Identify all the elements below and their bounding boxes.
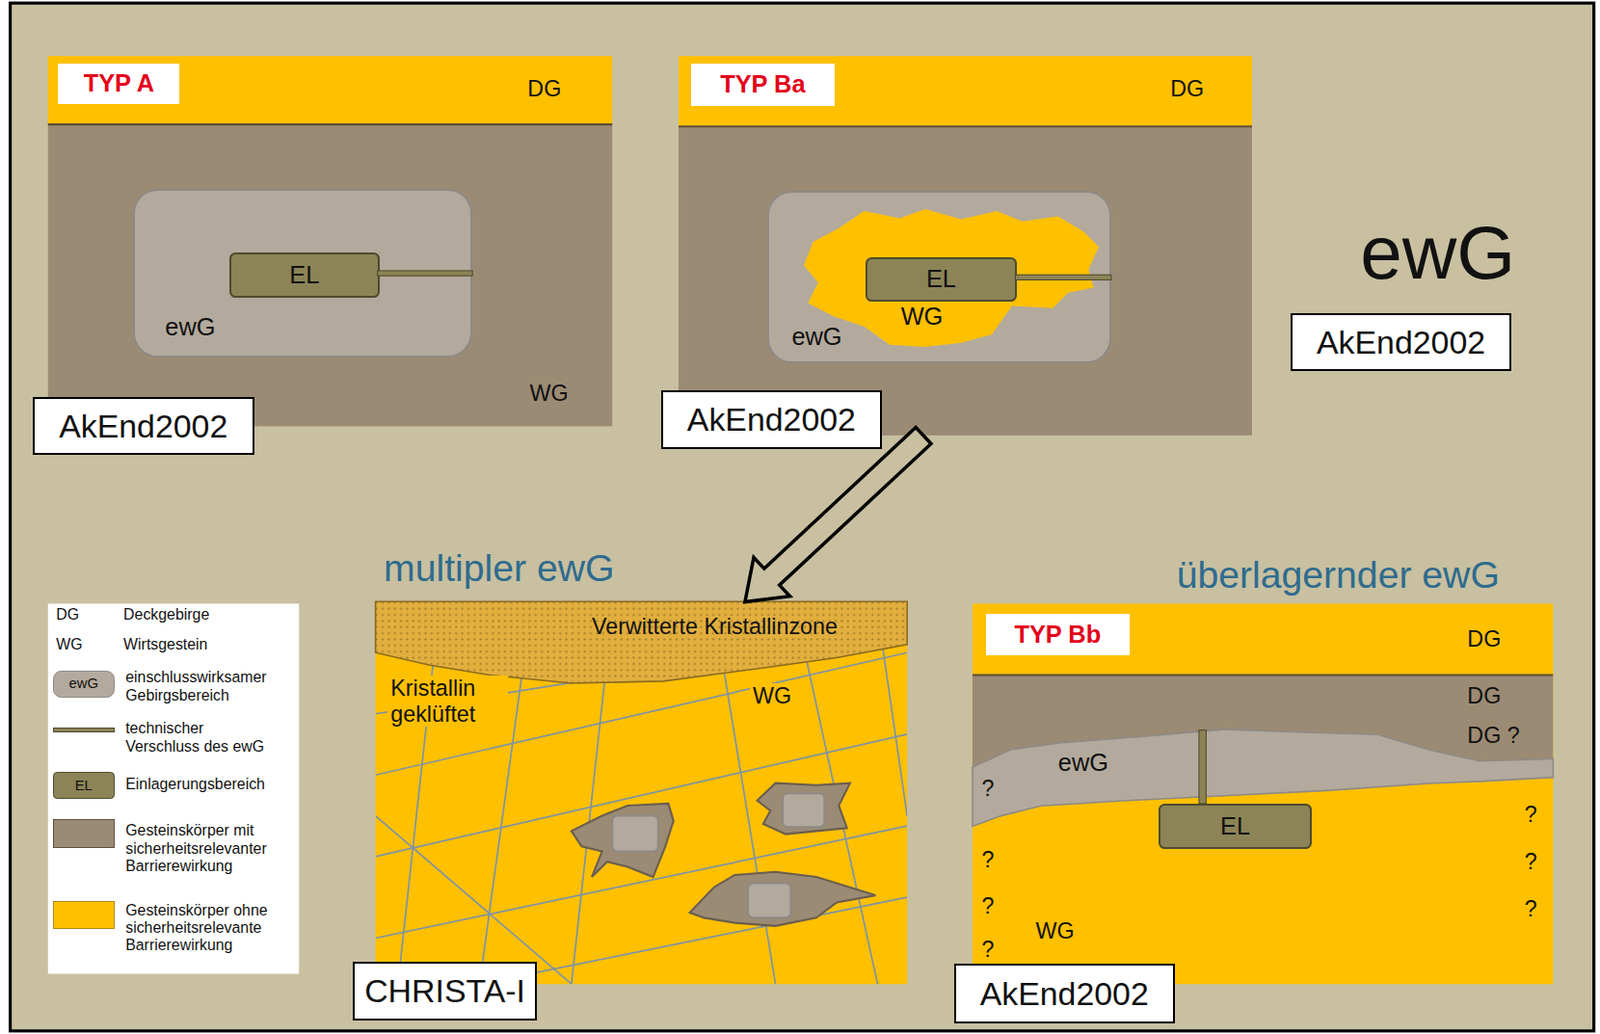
layer-label: DG <box>1466 626 1501 653</box>
type-title: TYP Bb <box>1013 620 1101 649</box>
uncertainty-mark: ? <box>981 936 994 963</box>
layer-label: DG <box>1170 76 1204 103</box>
fracture-line <box>375 734 908 857</box>
layer-label: DG <box>527 76 561 103</box>
source-box: AkEnd2002 <box>32 397 255 455</box>
type-ba-panel: DG TYP Ba ewG WG EL <box>678 55 1253 436</box>
fracture-line <box>375 816 572 986</box>
zone-label: ewG <box>164 313 215 342</box>
cover-rock-band <box>678 55 1253 127</box>
layer-label: DG <box>1466 683 1501 710</box>
uncertainty-mark: ? <box>981 847 994 874</box>
layer-label: DG ? <box>1466 722 1520 749</box>
type-title: TYP Ba <box>720 70 805 99</box>
hollow-arrow <box>745 427 932 603</box>
technical-seal <box>377 270 473 276</box>
box-label: EL <box>926 265 957 294</box>
legend-symbol: ewG <box>69 675 99 693</box>
shaft-seal <box>1199 730 1206 804</box>
big-heading: ewG <box>1360 209 1516 296</box>
uncertainty-mark: ? <box>1524 801 1538 828</box>
legend-symbol: EL <box>75 777 93 795</box>
box-label: EL <box>289 261 320 290</box>
type-tag: TYP Ba <box>691 63 835 107</box>
source-box: AkEnd2002 <box>1290 313 1512 372</box>
fracture-line <box>398 612 439 985</box>
legend-symbol: WG <box>55 636 82 654</box>
band-boundary <box>678 125 1253 128</box>
layer-label: WG <box>749 683 795 710</box>
weathered-zone <box>375 601 908 684</box>
panel-heading: überlagernder ewG <box>1176 553 1500 597</box>
type-a-panel: DG WG TYP A ewG EL <box>48 55 613 427</box>
zone-label: Verwitterte Kristallinzone <box>591 613 838 640</box>
legend-box <box>48 603 299 974</box>
uncertainty-mark: ? <box>1524 896 1538 923</box>
uncertainty-mark: ? <box>1524 849 1538 876</box>
containment-zone <box>782 793 825 827</box>
legend-swatch <box>53 901 115 931</box>
legend-text: Wirtsgestein <box>123 636 287 654</box>
barrier-rock-body <box>571 803 674 878</box>
host-rock-body <box>678 126 1253 436</box>
band-boundary <box>972 673 1553 676</box>
type-tag: TYP Bb <box>986 613 1130 655</box>
legend-text: Gesteinskörper ohne sicherheitsrelevante… <box>125 902 281 956</box>
legend-text: einschlusswirksamer Gebirgsbereich <box>125 668 281 705</box>
type-bb-panel: überlagernder ewGDGDGDG ?WGTYP BbewGEL <box>972 604 1553 986</box>
uncertainty-mark: ? <box>981 893 994 920</box>
zone-label: ewG <box>1058 748 1109 777</box>
legend-symbol: DG <box>55 606 80 624</box>
type-title: TYP A <box>83 69 155 98</box>
multiple-ewg-panel: multipler ewGVerwitterte KristallinzoneK… <box>375 602 908 986</box>
legend-text: Einlagerungsbereich <box>125 775 281 794</box>
fractured-crystalline <box>375 601 908 985</box>
type-tag: TYP A <box>57 63 180 105</box>
layer-label: WG <box>1036 918 1075 945</box>
layer-label: WG <box>529 380 568 407</box>
seal-line-sample <box>53 727 115 733</box>
cover-rock-band <box>48 55 613 125</box>
barrier-rock-body <box>690 872 877 927</box>
legend-swatch <box>53 819 115 849</box>
source-reference: CHRISTA-I <box>364 972 526 1011</box>
host-rock-body <box>48 124 613 427</box>
outer-frame <box>10 2 1595 1032</box>
legend-swatch: ewG <box>53 670 115 699</box>
emplacement-area: EL <box>865 257 1018 303</box>
zone-label: ewG <box>791 322 842 351</box>
host-rock-body <box>972 603 1553 985</box>
barrier-rock-body <box>757 783 851 835</box>
containment-zone <box>747 882 791 918</box>
source-reference: AkEnd2002 <box>980 975 1149 1014</box>
emplacement-area: EL <box>229 252 380 298</box>
rock-label: Kristallin geklüftet <box>387 675 508 728</box>
source-box: AkEnd2002 <box>954 963 1175 1023</box>
layer-label: WG <box>901 302 944 331</box>
source-reference: AkEnd2002 <box>58 407 228 446</box>
uncertainty-mark: ? <box>981 775 994 802</box>
box-label: EL <box>1220 812 1251 841</box>
legend-text: Deckgebirge <box>123 606 287 624</box>
legend-text: Gesteinskörper mit sicherheitsrelevanter… <box>125 822 281 876</box>
panel-heading: multipler ewG <box>383 546 614 590</box>
source-reference: AkEnd2002 <box>1316 323 1486 362</box>
source-reference: AkEnd2002 <box>687 400 856 439</box>
containment-zone <box>612 816 659 853</box>
legend-text: technischer Verschluss des ewG <box>125 720 281 756</box>
source-box: CHRISTA-I <box>352 961 537 1020</box>
legend-swatch: EL <box>53 772 115 800</box>
emplacement-area: EL <box>1158 803 1313 850</box>
band-boundary <box>48 123 613 126</box>
technical-seal <box>1014 274 1112 280</box>
source-box: AkEnd2002 <box>661 390 882 449</box>
